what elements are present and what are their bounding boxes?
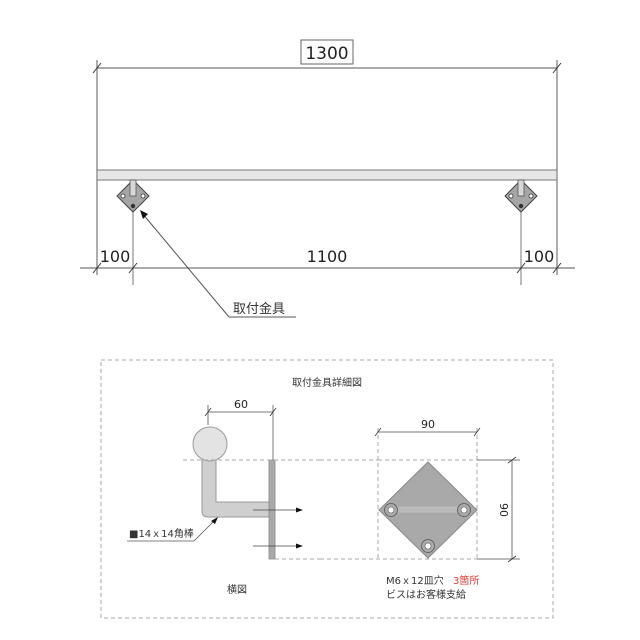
left-offset-dimension: 100 bbox=[100, 247, 131, 266]
bracket-callout-label: 取付金具 bbox=[233, 301, 285, 317]
detail-title: 取付金具詳細図 bbox=[292, 376, 362, 389]
wall-plate-section bbox=[268, 459, 276, 560]
overall-dimension: 1300 bbox=[305, 44, 348, 64]
screw-hole-icon bbox=[384, 503, 398, 517]
plate-height-dimension: 90 bbox=[497, 503, 510, 517]
screw-note: ビスはお客様支給 bbox=[386, 588, 466, 601]
top-view: 1300 100 1100 100 bbox=[80, 39, 575, 318]
detail-frame bbox=[100, 359, 554, 619]
bar-callout-label: ■14ｘ14角棒 bbox=[129, 527, 194, 540]
side-view-label: 横図 bbox=[227, 583, 247, 596]
side-view: 60 ■14ｘ14角棒 横図 bbox=[127, 398, 320, 596]
screw-hole-icon bbox=[421, 539, 435, 553]
side-width-dimension: 60 bbox=[234, 398, 248, 411]
right-bracket-icon bbox=[504, 179, 538, 213]
rail-section-icon bbox=[192, 426, 228, 462]
bracket-callout: 取付金具 bbox=[140, 210, 296, 318]
plate-view: 90 90 M6ｘ12皿穴 3箇所 ビスは bbox=[320, 418, 520, 601]
square-bar bbox=[201, 459, 271, 518]
hole-count: 3箇所 bbox=[453, 574, 479, 587]
handrail-bar bbox=[96, 169, 558, 181]
hole-note: M6ｘ12皿穴 bbox=[386, 574, 444, 587]
center-span-dimension: 1100 bbox=[307, 247, 348, 266]
right-offset-dimension: 100 bbox=[524, 247, 555, 266]
screw-hole-icon bbox=[457, 503, 471, 517]
detail-view: 取付金具詳細図 60 ■14ｘ14角棒 bbox=[100, 359, 554, 619]
overall-dimension-box bbox=[300, 39, 354, 65]
left-bracket-icon bbox=[116, 179, 150, 213]
plate-width-dimension: 90 bbox=[421, 418, 435, 431]
